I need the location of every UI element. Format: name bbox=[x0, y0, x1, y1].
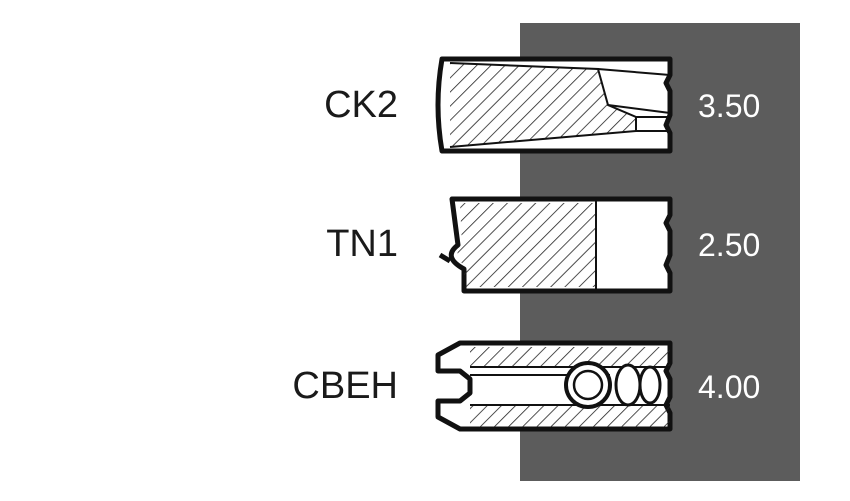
ring-label-2: TN1 bbox=[326, 223, 398, 265]
ring-value-2: 2.50 bbox=[698, 227, 761, 263]
ring-profile-cbeh-icon bbox=[435, 340, 673, 432]
ring-value-3: 4.00 bbox=[698, 369, 761, 405]
ring-label-1: CK2 bbox=[324, 84, 398, 126]
ring-profile-ck2-icon bbox=[435, 56, 673, 154]
ring-value-1: 3.50 bbox=[698, 88, 761, 124]
ring-label-3: CBEH bbox=[292, 365, 398, 407]
ring-profile-tn1-icon bbox=[438, 196, 673, 294]
